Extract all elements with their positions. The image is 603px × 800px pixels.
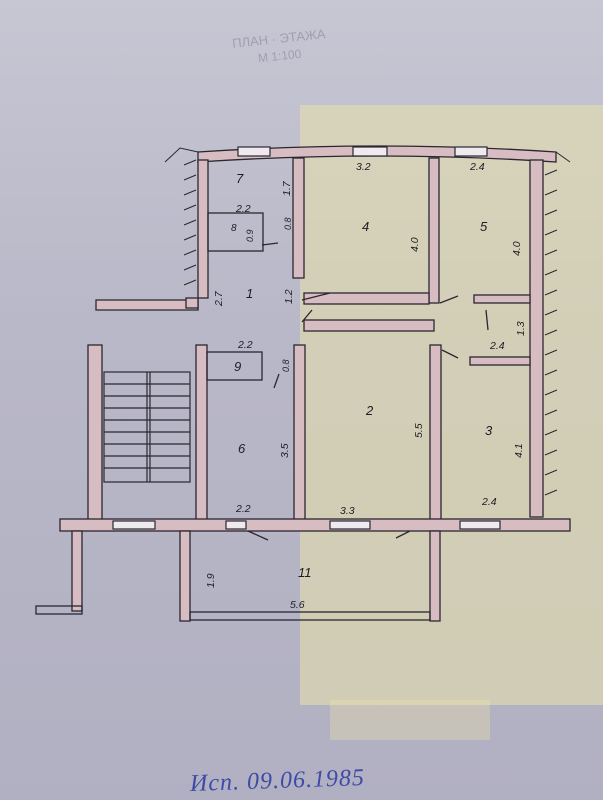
dim-room8-width: 2.2: [236, 203, 251, 215]
dim-room4-depth: 4.0: [409, 237, 421, 252]
window-2: [329, 520, 371, 530]
door-2: [301, 309, 313, 323]
door-6-balcony: [247, 530, 269, 541]
wall-right: [529, 159, 544, 518]
door-8: [261, 242, 279, 246]
closet-8: [207, 212, 264, 252]
dim-room9-width: 2.2: [238, 339, 253, 351]
exterior-foot: [35, 605, 83, 615]
dim-hall-side: 1.3: [515, 321, 527, 336]
room-7-label: 7: [236, 171, 244, 186]
room-5-label: 5: [480, 219, 488, 234]
balcony-rail: [189, 611, 431, 621]
wall-5-bottom: [473, 294, 531, 304]
staircase: [103, 371, 191, 483]
door-5b: [485, 309, 489, 331]
wall-4-5: [428, 157, 440, 304]
balcony-left: [179, 530, 191, 622]
dim-balcony-width: 5.6: [290, 599, 305, 611]
door-4: [301, 292, 331, 301]
wall-3-top: [469, 356, 531, 366]
wall-bottom: [59, 518, 571, 532]
dim-balcony-depth: 1.9: [205, 573, 217, 588]
dim-room2-depth: 5.5: [413, 423, 425, 438]
dim-room9-side: 0.8: [281, 359, 291, 372]
room-4-label: 4: [362, 219, 370, 234]
window-5: [454, 146, 488, 157]
wall-2-left: [293, 344, 306, 523]
dim-room3-depth: 4.1: [513, 443, 525, 458]
hatch-top-left: [164, 147, 199, 163]
door-3: [441, 349, 459, 359]
window-6: [112, 520, 156, 530]
tracing-tape: [300, 105, 603, 705]
room-9-label: 9: [234, 359, 242, 374]
room-1-label: 1: [246, 286, 254, 301]
dim-room3-top: 2.4: [490, 340, 505, 352]
windows: [112, 146, 501, 530]
hatch-top-right: [555, 151, 571, 163]
door-9: [273, 373, 280, 389]
dim-room6-depth: 3.5: [279, 443, 291, 458]
dim-room5-depth: 4.0: [511, 241, 523, 256]
hatch-right: [544, 169, 558, 496]
dim-room8-side: 0.8: [283, 217, 293, 230]
wall-4-left: [292, 157, 305, 279]
stair-treads: [104, 383, 190, 469]
window-6b: [225, 520, 247, 530]
dim-room4-width: 3.2: [356, 161, 371, 173]
dim-hall-depth: 2.7: [213, 291, 225, 306]
hatching: [164, 147, 571, 496]
room-6-label: 6: [238, 441, 246, 456]
dim-hall-door: 1.2: [283, 289, 295, 304]
dim-room3-width: 2.4: [482, 496, 497, 508]
wall-landing-corner: [185, 297, 199, 309]
dim-room7-depth: 1.7: [281, 181, 293, 196]
wall-stair-left: [87, 344, 103, 526]
window-4: [352, 146, 388, 157]
room-8-label: 8: [231, 223, 237, 234]
wall-2-3: [429, 344, 442, 523]
dim-room8-depth: 0.9: [245, 229, 255, 242]
exterior-arm: [71, 530, 83, 612]
wall-landing: [95, 299, 199, 311]
room-2-label: 2: [366, 403, 374, 418]
hatch-left: [183, 159, 197, 286]
room-11-label: 11: [298, 565, 312, 580]
tracing-tape-bottom: [330, 700, 490, 740]
window-7: [237, 146, 271, 157]
wall-left-upper: [197, 159, 209, 299]
dim-room6-width: 2.2: [236, 503, 251, 515]
doors: [247, 242, 489, 541]
dim-room2-width: 3.3: [340, 505, 355, 517]
door-balcony: [395, 530, 411, 539]
wall-6-left: [195, 344, 208, 521]
dim-room5-width: 2.4: [470, 161, 485, 173]
closet-9: [206, 351, 263, 381]
balcony-right: [429, 530, 441, 622]
wall-4-bottom: [303, 292, 430, 305]
window-3: [459, 520, 501, 530]
door-5: [439, 295, 459, 304]
wall-2-top: [303, 319, 435, 332]
room-3-label: 3: [485, 423, 493, 438]
walls: [35, 145, 571, 622]
